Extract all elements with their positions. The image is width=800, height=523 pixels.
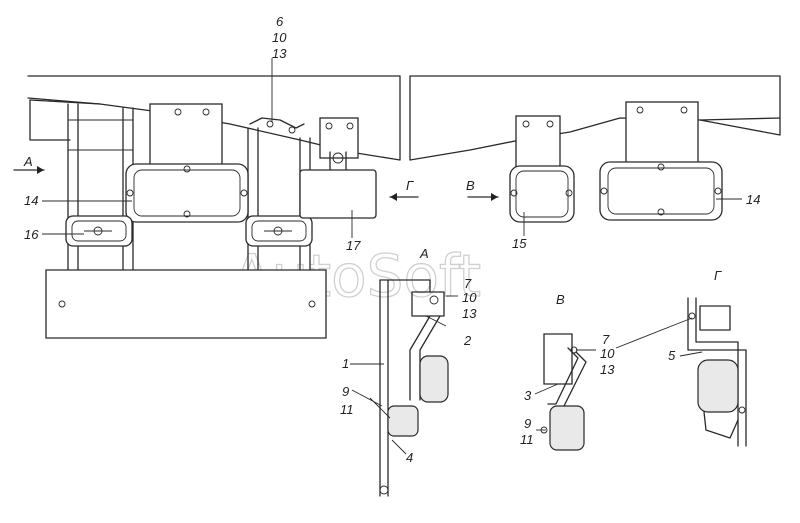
clamp-6: [249, 117, 305, 134]
view-v-detail: [540, 333, 587, 451]
label-view-v-arrow: В: [466, 178, 475, 193]
lamp-14-left: [125, 163, 249, 223]
label-14-right: 14: [746, 192, 760, 207]
label-1: 1: [342, 356, 349, 371]
label-4: 4: [406, 450, 413, 465]
label-view-g-arrow: Г: [406, 178, 414, 193]
label-7-b: 7: [602, 332, 610, 347]
frame-beam-right: [409, 75, 781, 161]
label-13-b: 13: [600, 362, 615, 377]
bracket-plate-right: [625, 101, 699, 167]
label-11-b: 11: [520, 432, 534, 447]
view-a-detail: [379, 279, 449, 497]
label-16: 16: [24, 227, 39, 242]
license-plate-board: [45, 269, 327, 339]
lamp-17: [299, 151, 377, 219]
label-5: 5: [668, 348, 676, 363]
label-view-g: Г: [714, 268, 722, 283]
label-10-b: 10: [600, 346, 615, 361]
label-9-a: 9: [342, 384, 349, 399]
label-view-a: А: [419, 246, 429, 261]
label-13-top: 13: [272, 46, 287, 61]
lamp-16-right: [245, 215, 313, 247]
label-11-a: 11: [340, 402, 354, 417]
label-6: 6: [276, 14, 284, 29]
label-14-left: 14: [24, 193, 38, 208]
leader-lines: [42, 58, 742, 455]
label-3: 3: [524, 388, 532, 403]
label-15: 15: [512, 236, 527, 251]
view-arrows: [13, 166, 499, 201]
view-g-detail: [687, 297, 747, 447]
label-7-a: 7: [464, 276, 472, 291]
callout-labels: 6 10 13 А Г В 14 16 17 15 14 А В Г 7 10 …: [23, 14, 760, 465]
bracket-plate-left: [149, 103, 223, 167]
label-17: 17: [346, 238, 361, 253]
label-view-v: В: [556, 292, 565, 307]
label-2: 2: [463, 333, 472, 348]
lamp-14-right: [599, 161, 723, 221]
label-10-top: 10: [272, 30, 287, 45]
label-13-a: 13: [462, 306, 477, 321]
label-view-a-arrow: А: [23, 154, 33, 169]
lamp-16-left: [65, 215, 133, 247]
label-9-b: 9: [524, 416, 531, 431]
label-10-a: 10: [462, 290, 477, 305]
lamp-15: [509, 165, 575, 223]
